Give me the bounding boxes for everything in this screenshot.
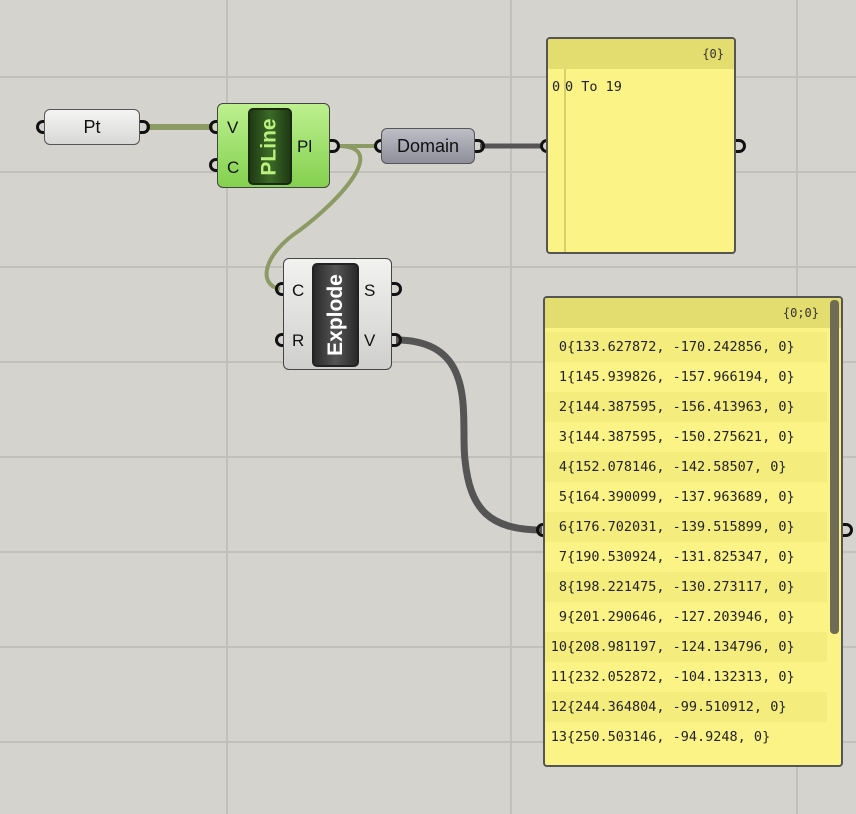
explode-output-v-label: V: [364, 331, 376, 350]
list-item: 11{232.052872, -104.132313, 0}: [545, 662, 827, 692]
list-item-index: 2: [558, 399, 567, 415]
list-item-index: 7: [558, 549, 567, 565]
list-item-value: {144.387595, -156.413963, 0}: [567, 399, 795, 415]
explode-c-port[interactable]: [275, 282, 285, 296]
list-item-index: 8: [558, 579, 567, 595]
list-item-value: {144.387595, -150.275621, 0}: [567, 429, 795, 445]
list-item-value: {176.702031, -139.515899, 0}: [567, 519, 795, 535]
points-panel-input-port[interactable]: [536, 523, 546, 537]
pt-param[interactable]: Pt: [44, 109, 140, 145]
list-item-index: 5: [558, 489, 567, 505]
list-item-value: {145.939826, -157.966194, 0}: [567, 369, 795, 385]
list-item-value: {201.290646, -127.203946, 0}: [567, 609, 795, 625]
list-item-index: 13: [550, 729, 567, 745]
list-item: 0{133.627872, -170.242856, 0}: [545, 332, 827, 362]
domain-output-port[interactable]: [475, 139, 485, 153]
list-item: 6{176.702031, -139.515899, 0}: [545, 512, 827, 542]
list-item-index: 10: [550, 639, 567, 655]
pline-output-port[interactable]: [330, 139, 340, 153]
list-item-index: 4: [558, 459, 567, 475]
explode-input-r-label: R: [292, 331, 305, 350]
pline-c-port[interactable]: [209, 158, 219, 172]
domain-panel-path: {0}: [548, 39, 734, 69]
grid-line: [0, 266, 856, 268]
pline-name: PLine: [258, 117, 281, 176]
wire-explode-to-panel: [395, 336, 543, 534]
list-item-value: {190.530924, -131.825347, 0}: [567, 549, 795, 565]
list-item: 9{201.290646, -127.203946, 0}: [545, 602, 827, 632]
points-panel[interactable]: {0;0} 0{133.627872, -170.242856, 0}1{145…: [543, 296, 843, 767]
pline-input-c-label: C: [227, 158, 240, 177]
grid-line: [0, 741, 856, 743]
list-item: 13{250.503146, -94.9248, 0}: [545, 722, 827, 752]
list-item: 3{144.387595, -150.275621, 0}: [545, 422, 827, 452]
explode-name: Explode: [323, 274, 347, 356]
pline-core: PLine: [248, 108, 292, 185]
list-item-value: {244.364804, -99.510912, 0}: [567, 699, 787, 715]
list-item-value: {152.078146, -142.58507, 0}: [567, 459, 787, 475]
points-panel-path: {0;0}: [545, 298, 841, 328]
list-item-index: 0: [558, 339, 567, 355]
list-item-value: {232.052872, -104.132313, 0}: [567, 669, 795, 685]
explode-s-output-port[interactable]: [392, 282, 402, 296]
grid-line: [510, 0, 512, 814]
grid-line: [0, 551, 856, 553]
pt-output-port[interactable]: [140, 120, 150, 134]
explode-r-port[interactable]: [275, 333, 285, 347]
domain-param[interactable]: Domain: [381, 128, 475, 164]
explode-output-s-label: S: [364, 281, 376, 300]
explode-input-c-label: C: [292, 281, 305, 300]
list-item-value: {133.627872, -170.242856, 0}: [567, 339, 795, 355]
explode-component[interactable]: C R Explode S V: [283, 258, 392, 370]
list-item-value: {198.221475, -130.273117, 0}: [567, 579, 795, 595]
list-item-value: {164.390099, -137.963689, 0}: [567, 489, 795, 505]
domain-panel-value: 0 To 19: [565, 79, 622, 95]
domain-panel-index: 0: [552, 79, 561, 95]
list-item-index: 6: [558, 519, 567, 535]
grid-line: [0, 456, 856, 458]
list-item: 10{208.981197, -124.134796, 0}: [545, 632, 827, 662]
pt-input-port[interactable]: [36, 120, 46, 134]
pline-output-label: Pl: [297, 137, 313, 156]
list-item: 4{152.078146, -142.58507, 0}: [545, 452, 827, 482]
list-item: 8{198.221475, -130.273117, 0}: [545, 572, 827, 602]
explode-v-output-port[interactable]: [392, 333, 402, 347]
grid-line: [226, 0, 228, 814]
domain-panel[interactable]: {0} 0 0 To 19: [546, 37, 736, 254]
points-panel-output-port[interactable]: [843, 523, 853, 537]
explode-core: Explode: [312, 263, 359, 367]
grid-line: [0, 646, 856, 648]
domain-input-port[interactable]: [374, 139, 384, 153]
list-item: 5{164.390099, -137.963689, 0}: [545, 482, 827, 512]
list-item-value: {250.503146, -94.9248, 0}: [567, 729, 771, 745]
panel-index-divider: [564, 69, 566, 252]
list-item: 1{145.939826, -157.966194, 0}: [545, 362, 827, 392]
list-item-index: 11: [550, 669, 567, 685]
points-panel-scrollbar[interactable]: [830, 300, 839, 634]
list-item: 7{190.530924, -131.825347, 0}: [545, 542, 827, 572]
domain-param-label: Domain: [396, 135, 460, 156]
pline-input-v-label: V: [227, 118, 239, 137]
pline-v-port[interactable]: [209, 120, 219, 134]
grid-line: [0, 76, 856, 78]
list-item-value: {208.981197, -124.134796, 0}: [567, 639, 795, 655]
list-item-index: 1: [558, 369, 567, 385]
pline-component[interactable]: V C PLine Pl: [217, 103, 330, 188]
list-item-index: 3: [558, 429, 567, 445]
pt-param-label: Pt: [83, 116, 101, 137]
wire-pline-to-explode: [264, 144, 363, 291]
grid-line: [0, 171, 856, 173]
list-item-index: 12: [550, 699, 567, 715]
domain-panel-input-port[interactable]: [540, 139, 550, 153]
domain-panel-output-port[interactable]: [736, 139, 746, 153]
list-item: 12{244.364804, -99.510912, 0}: [545, 692, 827, 722]
list-item-index: 9: [558, 609, 567, 625]
list-item: 2{144.387595, -156.413963, 0}: [545, 392, 827, 422]
grid-line: [0, 361, 856, 363]
